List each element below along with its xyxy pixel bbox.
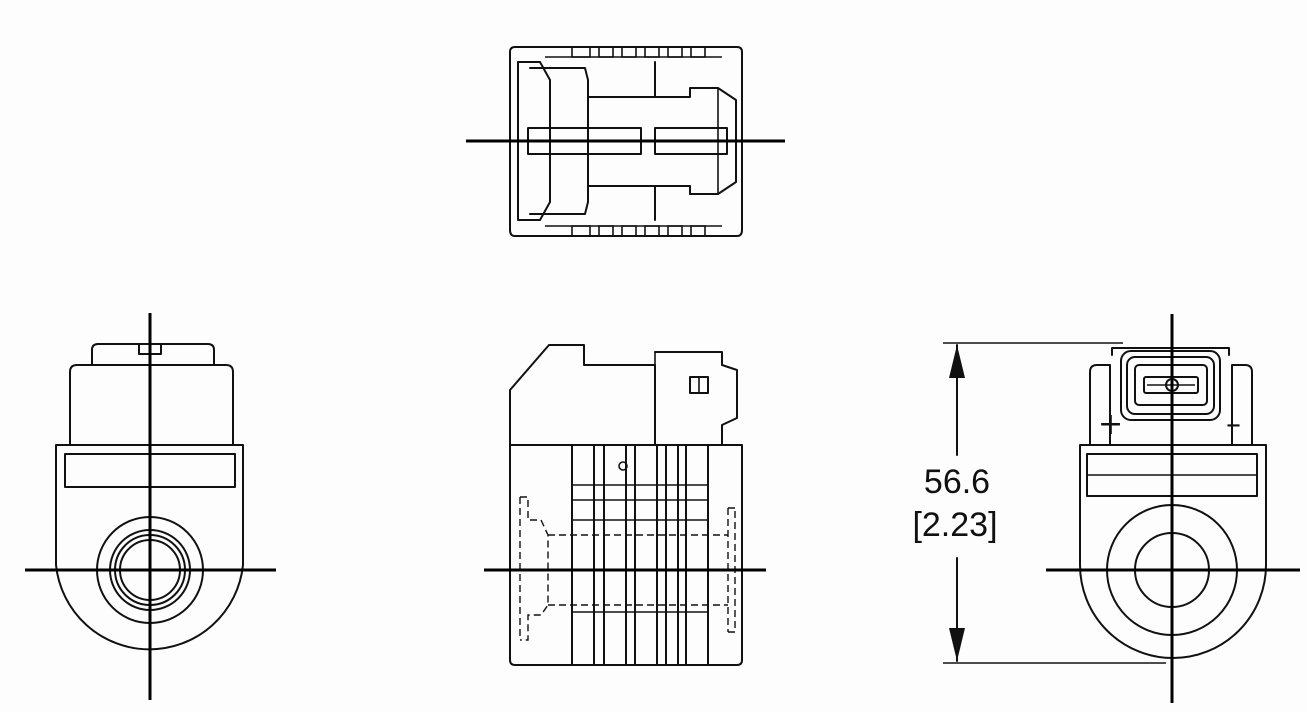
- height-dimension: 56.6 [2.23]: [912, 342, 1166, 664]
- dimension-metric-label: 56.6: [924, 463, 990, 501]
- right-view: + –: [1046, 314, 1300, 703]
- dimension-arrow-bottom: [949, 628, 965, 661]
- left-view: [25, 313, 276, 700]
- dimension-arrow-top: [949, 345, 965, 378]
- positive-terminal-label: +: [1098, 407, 1123, 442]
- top-view: [466, 46, 785, 237]
- negative-terminal-label: –: [1226, 407, 1241, 442]
- dimension-imperial-label: [2.23]: [912, 506, 997, 544]
- side-view: [484, 344, 766, 666]
